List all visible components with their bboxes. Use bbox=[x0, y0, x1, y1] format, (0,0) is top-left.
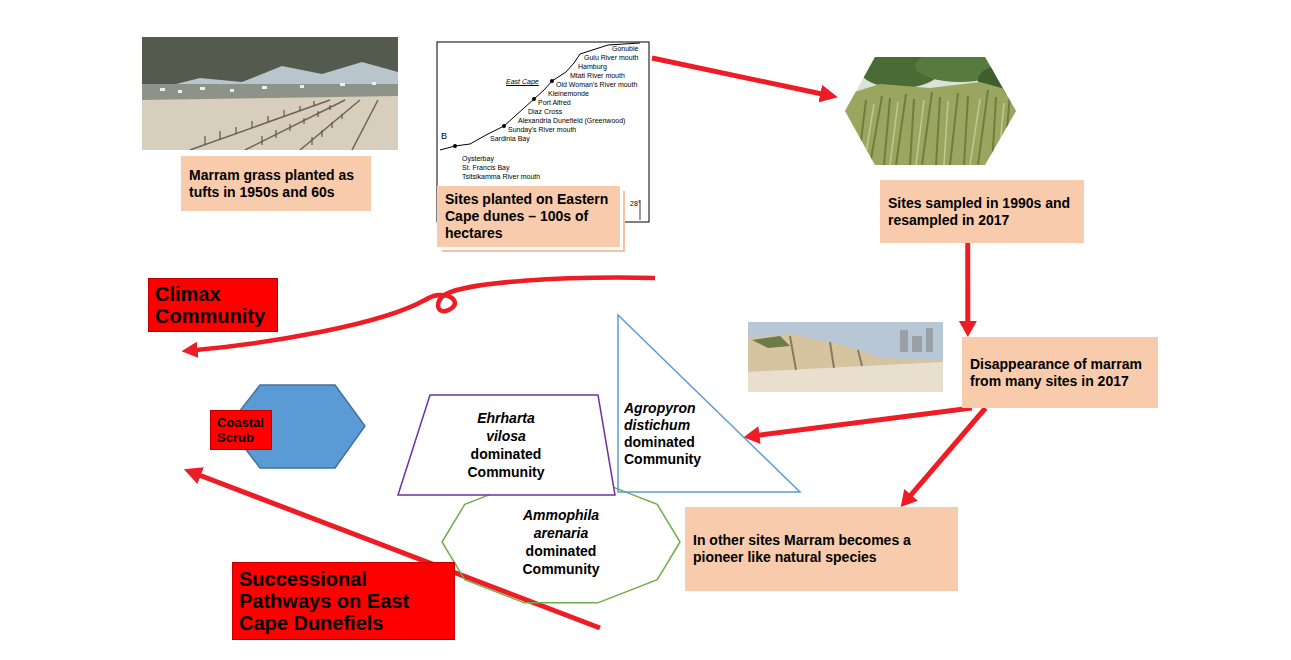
box-text: Successional Pathways on East Cape Dunef… bbox=[239, 568, 448, 634]
community-text: dominated Community bbox=[515, 542, 607, 578]
photo-sky bbox=[748, 322, 943, 392]
shape-polygon bbox=[398, 395, 615, 495]
flow-arrow bbox=[652, 58, 822, 94]
map-label: Alexandria Dunefield (Greenwood) bbox=[518, 117, 625, 125]
caption-box: Marram grass planted as tufts in 1950s a… bbox=[181, 156, 371, 211]
box-text: Marram grass planted as tufts in 1950s a… bbox=[189, 167, 363, 201]
photo-vegetation bbox=[752, 336, 790, 348]
species-name: Ammophila arenaria bbox=[515, 506, 607, 542]
species-name: Agropyron distichum bbox=[624, 400, 716, 434]
map-label: Kleinemonde bbox=[548, 90, 589, 98]
planting-photo bbox=[142, 37, 398, 150]
arrow-head bbox=[959, 321, 977, 337]
stage-label: Successional Pathways on East Cape Dunef… bbox=[232, 562, 455, 640]
arrow-shaft bbox=[965, 243, 970, 323]
map-label: Tsitsikamma River mouth bbox=[462, 173, 540, 181]
map-label: Mtati River mouth bbox=[570, 72, 625, 80]
map-label: Diaz Cross bbox=[528, 108, 562, 116]
arrow-shaft bbox=[910, 408, 986, 496]
stage-label: Coastal Scrub bbox=[210, 410, 272, 450]
photo-buildings bbox=[900, 328, 933, 352]
caption-box: In other sites Marram becomes a pioneer … bbox=[685, 507, 958, 591]
box-text: Sites planted on Eastern Cape dunes – 10… bbox=[445, 191, 612, 242]
map-label: Gulu River mouth bbox=[584, 54, 638, 62]
shape-text-block: Ammophila arenariadominated Community bbox=[515, 506, 607, 578]
stage-label: Climax Community bbox=[148, 278, 278, 332]
box-text: Climax Community bbox=[155, 283, 271, 327]
flow-arrow bbox=[744, 408, 972, 444]
map-label: Hamburg bbox=[578, 63, 607, 71]
arrow-head bbox=[901, 489, 918, 507]
photo-scarp bbox=[790, 336, 862, 370]
map-label: B bbox=[441, 131, 447, 141]
species-name: Ehrharta vilosa bbox=[460, 409, 552, 445]
map-label: East Cape bbox=[506, 78, 539, 86]
map-label: Old Woman's River mouth bbox=[556, 81, 637, 89]
photo-houses bbox=[160, 82, 376, 93]
photo-fences bbox=[190, 100, 378, 150]
arrow-shaft bbox=[757, 408, 971, 435]
photo-blades bbox=[858, 90, 1010, 165]
photo-sand bbox=[142, 96, 398, 150]
caption-box: Sites planted on Eastern Cape dunes – 10… bbox=[437, 186, 620, 247]
photo-grass bbox=[845, 82, 1016, 165]
photo-sand bbox=[748, 362, 943, 392]
photo-blades bbox=[864, 99, 1004, 165]
community-triangle: Agropyron distichumdominated Community bbox=[618, 315, 800, 492]
box-text: Sites sampled in 1990s and resampled in … bbox=[888, 195, 1076, 229]
photo-mountain bbox=[142, 37, 398, 88]
map-label: Gonubie bbox=[612, 45, 638, 53]
arrow-head bbox=[744, 426, 761, 444]
beach-photo bbox=[748, 322, 943, 392]
community-trapezoid: Ehrharta vilosadominated Community bbox=[398, 395, 615, 495]
box-text: Coastal Scrub bbox=[217, 415, 265, 445]
flow-arrow bbox=[901, 408, 986, 507]
community-text: dominated Community bbox=[624, 434, 716, 468]
map-label: Oysterbay bbox=[462, 155, 494, 163]
map-label: Sunday's River mouth bbox=[508, 126, 576, 134]
map-label: Sardinia Bay bbox=[490, 135, 530, 143]
coastline bbox=[440, 43, 640, 150]
photo-dune bbox=[748, 334, 943, 392]
shape-text-block: Agropyron distichumdominated Community bbox=[624, 400, 716, 468]
shape-polygon bbox=[618, 315, 800, 492]
box-text: In other sites Marram becomes a pioneer … bbox=[693, 532, 950, 566]
shape-text-block: Ehrharta vilosadominated Community bbox=[460, 409, 552, 481]
caption-box: Sites sampled in 1990s and resampled in … bbox=[880, 180, 1084, 243]
map-label: Port Alfred bbox=[538, 99, 571, 107]
dune-grass-photo bbox=[845, 50, 1028, 165]
community-text: dominated Community bbox=[460, 445, 552, 481]
caption-box: Disappearance of marram from many sites … bbox=[962, 337, 1158, 408]
map-label: St. Francis Bay bbox=[462, 164, 509, 172]
shape-polygon bbox=[442, 481, 680, 603]
community-decagon: Ammophila arenariadominated Community bbox=[442, 478, 680, 606]
map-label: 28° bbox=[630, 200, 641, 208]
box-text: Disappearance of marram from many sites … bbox=[970, 356, 1150, 390]
photo-sky bbox=[142, 37, 398, 150]
shape-outline bbox=[442, 478, 680, 606]
flow-arrow bbox=[959, 243, 977, 337]
photo-tufts bbox=[205, 101, 342, 145]
